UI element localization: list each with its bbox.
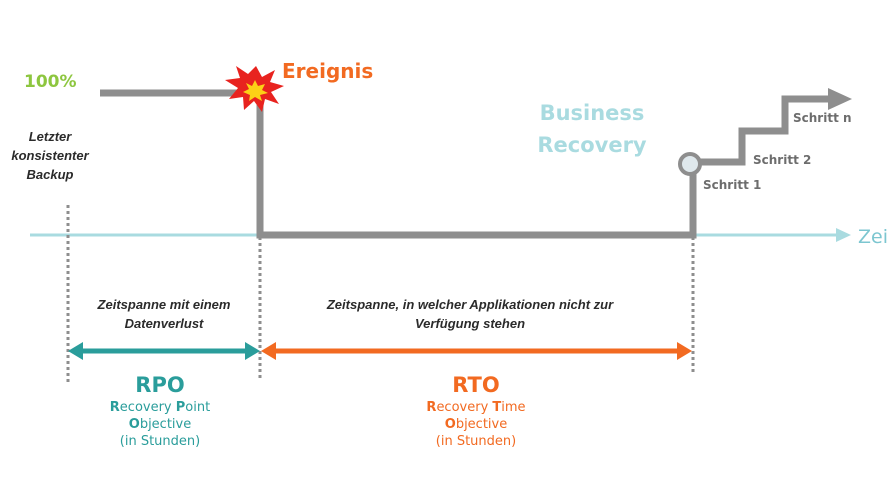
rpo-initial-r: R <box>110 400 120 415</box>
rto-arrow-right-head <box>677 342 692 360</box>
rto-description-line2: Verfügung stehen <box>415 316 525 331</box>
availability-line <box>100 89 697 239</box>
rpo-arrow-right-head <box>245 342 260 360</box>
rto-initial-r: R <box>426 400 436 415</box>
rpo-description-line2: Datenverlust <box>125 316 204 331</box>
rpo-subtitle-line2: Objective <box>129 417 191 432</box>
business-recovery-line2: Recovery <box>537 133 647 157</box>
rpo-word-point: oint <box>185 400 210 415</box>
time-axis-arrowhead <box>836 228 851 242</box>
rto-initial-o: O <box>445 417 456 432</box>
rpo-title: RPO <box>135 373 184 397</box>
event-burst-core <box>243 80 268 101</box>
rpo-subtitle-line1: Recovery Point <box>110 400 210 415</box>
rpo-word-objective: bjective <box>140 417 191 432</box>
rto-description-line1: Zeitspanne, in welcher Applikationen nic… <box>326 297 614 312</box>
backup-label-line2: konsistenter <box>11 148 89 163</box>
rpo-initial-o: O <box>129 417 140 432</box>
rto-subtitle-line1: Recovery Time <box>426 400 525 415</box>
rto-subtitle-line2: Objective <box>445 417 507 432</box>
step-n-label: Schritt n <box>793 111 852 125</box>
rto-word-time: ime <box>501 400 525 415</box>
rto-subtitle-line3: (in Stunden) <box>436 434 516 449</box>
recovery-steps-line <box>700 95 833 166</box>
rpo-word-recovery: ecovery <box>120 400 176 415</box>
rto-arrow-left-head <box>261 342 276 360</box>
business-recovery-line1: Business <box>540 101 645 125</box>
recovery-start-marker <box>678 152 702 176</box>
step-1-label: Schritt 1 <box>703 178 761 192</box>
rpo-description-line1: Zeitspanne mit einem <box>97 297 231 312</box>
rto-initial-t: T <box>492 400 501 415</box>
rpo-initial-p: P <box>176 400 186 415</box>
recovery-arrowhead <box>828 88 852 110</box>
event-label: Ereignis <box>282 59 373 83</box>
step-2-label: Schritt 2 <box>753 153 811 167</box>
backup-label-line1: Letzter <box>29 129 73 144</box>
time-axis-label: Zeit <box>858 226 888 248</box>
backup-label-line3: Backup <box>27 167 74 182</box>
hundred-percent-label: 100% <box>24 72 77 92</box>
rpo-arrow-left-head <box>68 342 83 360</box>
rpo-subtitle-line3: (in Stunden) <box>120 434 200 449</box>
rto-title: RTO <box>452 373 499 397</box>
rto-word-recovery: ecovery <box>436 400 492 415</box>
rto-word-objective: bjective <box>456 417 507 432</box>
